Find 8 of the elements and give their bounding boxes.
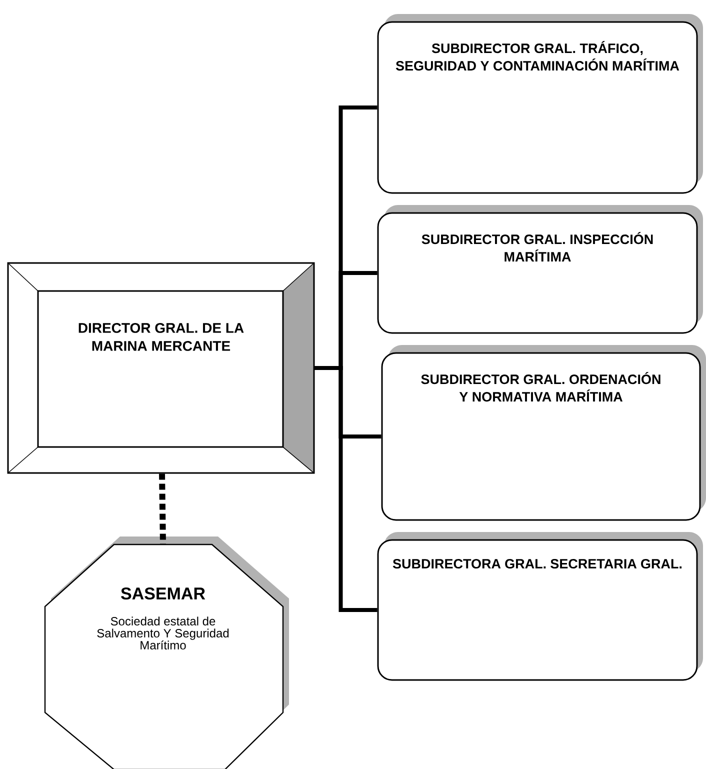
connector-line [314,366,378,612]
subdirector-box: SUBDIRECTOR GRAL. INSPECCIÓN MARÍTIMA [377,205,703,334]
dotted-connector [159,474,166,544]
subdirector-box: SUBDIRECTOR GRAL. TRÁFICO, SEGURIDAD Y CONTAMINACIÓN MARÍTIMA [377,14,703,194]
subdirector-box: SUBDIRECTOR GRAL. ORDENACIÓN Y NORMATIVA MARÍTIMA [381,345,706,521]
subdirector-box: SUBDIRECTORA GRAL. SECRETARIA GRAL. [377,532,703,681]
octagon-box: SASEMAR Sociedad estatal de Salvamento Y Seguridad Marítimo [44,536,289,769]
director-box: DIRECTOR GRAL. DE LA MARINA MERCANTE [7,262,315,474]
